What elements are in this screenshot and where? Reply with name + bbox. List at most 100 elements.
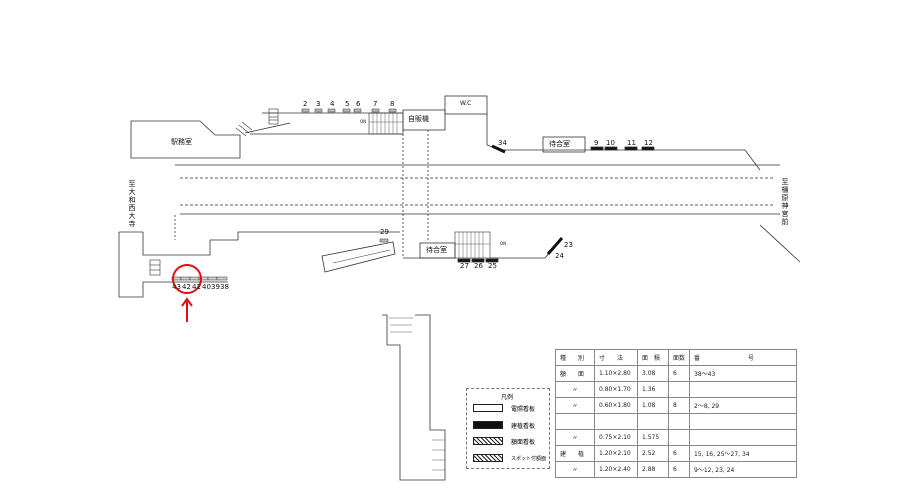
cell — [689, 413, 797, 430]
table-header: 種 別 寸 法 面 積 面数 番 号 — [555, 349, 797, 366]
waiting-upper-box — [542, 136, 586, 153]
cell — [668, 429, 690, 446]
legend-swatch-lit — [473, 404, 503, 412]
office-building — [130, 120, 241, 159]
cell — [594, 413, 638, 430]
cell: 0.75×2.10 — [594, 429, 638, 446]
sign-label: 42 — [182, 283, 191, 291]
cell: 2.88 — [637, 461, 669, 478]
sign-label: 26 — [474, 262, 483, 270]
legend: 凡例 電照看板 建植看板 額面看板 スポット付額面 — [466, 388, 550, 469]
wc-label: W.C — [460, 100, 472, 107]
cell: 3.08 — [637, 365, 669, 382]
cell: 6 — [668, 461, 690, 478]
cell: 38〜43 — [689, 365, 797, 382]
ramp — [321, 241, 396, 273]
cell — [555, 413, 595, 430]
cell: 15, 16, 25〜27, 34 — [689, 445, 797, 462]
cell: 8 — [668, 397, 690, 414]
table-row — [555, 413, 797, 430]
sign-label: 11 — [627, 139, 636, 147]
sign-label: 43 — [172, 283, 181, 291]
cell: 0.60×1.80 — [594, 397, 638, 414]
sign-label: 8 — [390, 100, 395, 108]
waiting-lower-label: 待合室 — [426, 246, 447, 254]
sign-label: 5 — [345, 100, 350, 108]
sign-label: 40 — [202, 283, 211, 291]
legend-title: 凡例 — [501, 394, 514, 401]
office-label: 駅務室 — [171, 138, 192, 146]
cell: 1.08 — [637, 397, 669, 414]
legend-label: 建植看板 — [511, 422, 536, 430]
cell: 1.20×2.40 — [594, 461, 638, 478]
highlight-circle — [172, 264, 202, 294]
sign-label: 6 — [356, 100, 361, 108]
legend-label: 電照看板 — [511, 405, 536, 413]
direction-right: 至橿原神宮前 — [781, 178, 789, 226]
sign-label: 23 — [564, 241, 573, 249]
sign-label: 39 — [211, 283, 220, 291]
cell — [637, 413, 669, 430]
header-cell: 面数 — [668, 349, 690, 366]
cell: 〃 — [555, 397, 595, 414]
signs-top — [301, 108, 397, 243]
signs-upper-right — [457, 146, 655, 263]
wc-box — [444, 95, 488, 115]
cell: 1.575 — [637, 429, 669, 446]
legend-swatch-standing — [473, 421, 503, 429]
header-cell: 番 号 — [689, 349, 797, 366]
cell: 〃 — [555, 461, 595, 478]
legend-label: スポット付額面 — [511, 455, 547, 462]
sign-label: 2 — [303, 100, 308, 108]
sign-label: 12 — [644, 139, 653, 147]
header-cell: 寸 法 — [594, 349, 638, 366]
sign-label: 27 — [460, 262, 469, 270]
arrow-up-icon — [181, 297, 193, 322]
cell: 6 — [668, 445, 690, 462]
cell: 建 植 — [555, 445, 595, 462]
cell: 2.52 — [637, 445, 669, 462]
stairs-lower — [454, 231, 491, 259]
vending-box — [402, 109, 446, 131]
header-cell: 面 積 — [637, 349, 669, 366]
cell: 1.36 — [637, 381, 669, 398]
header-cell: 種 別 — [555, 349, 595, 366]
sign-label: 3 — [316, 100, 321, 108]
sign-label: 25 — [488, 262, 497, 270]
sign-label: 4 — [330, 100, 335, 108]
waiting-upper-label: 待合室 — [549, 140, 570, 148]
sign-label: 7 — [373, 100, 378, 108]
legend-label: 額面看板 — [511, 438, 536, 446]
cell — [689, 429, 797, 446]
sign-label: 10 — [606, 139, 615, 147]
stairs-lower-left — [149, 259, 161, 276]
cell: 6 — [668, 365, 690, 382]
cell — [668, 381, 690, 398]
cell: 1.10×2.80 — [594, 365, 638, 382]
stairs-upper-left — [268, 108, 279, 125]
cell: 額 面 — [555, 365, 595, 382]
sign-label: 34 — [498, 139, 507, 147]
cell — [668, 413, 690, 430]
stairs-office — [235, 121, 253, 137]
cell: 0.80×1.70 — [594, 381, 638, 398]
cell: 1.20×2.10 — [594, 445, 638, 462]
sign-label: 41 — [192, 283, 201, 291]
legend-swatch-frame — [473, 437, 503, 445]
sign-label: 38 — [220, 283, 229, 291]
cell — [689, 381, 797, 398]
stairs-upper — [368, 112, 404, 135]
cell: 9〜12, 23, 24 — [689, 461, 797, 478]
legend-swatch-spot — [473, 454, 503, 462]
cell: 2〜8, 29 — [689, 397, 797, 414]
on-lower: ON — [500, 241, 507, 246]
on-upper: ON — [360, 119, 367, 124]
signs-bottom-left — [171, 276, 228, 281]
